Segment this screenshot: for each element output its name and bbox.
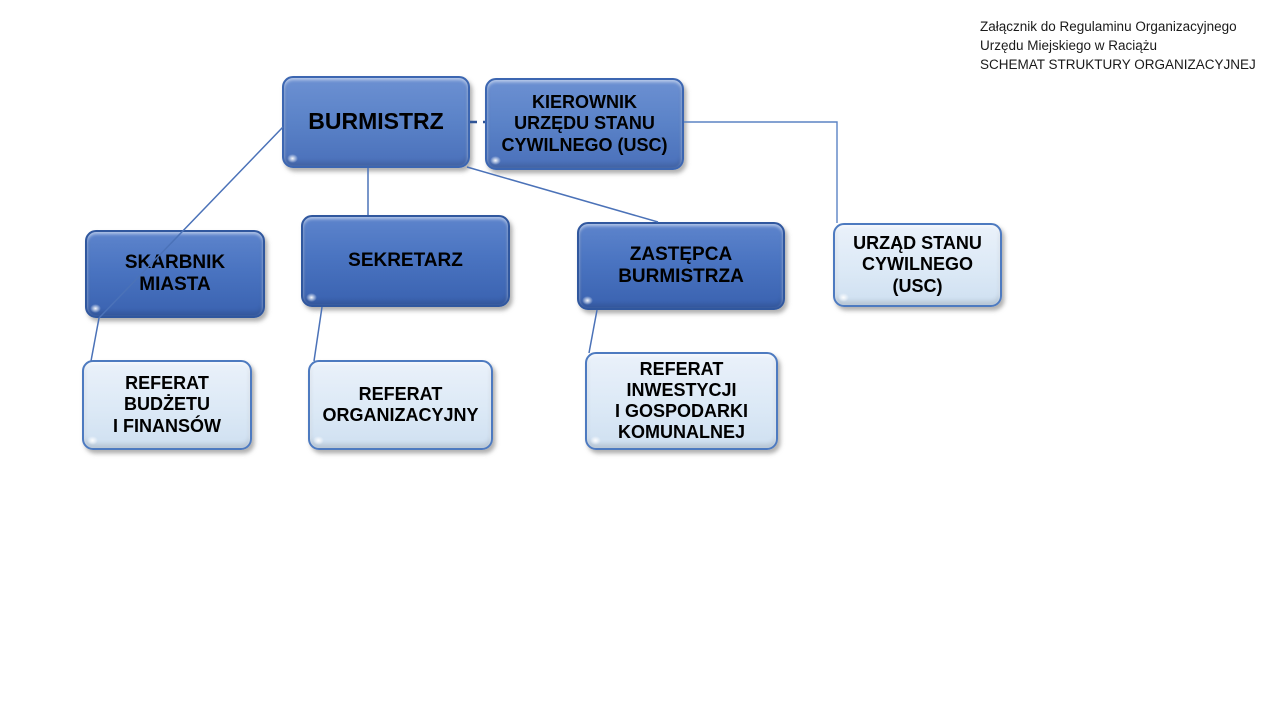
node-skarbnik-miasta: SKARBNIK MIASTA [85, 230, 265, 318]
edge-skarbnik-referat_budzetu [90, 317, 100, 362]
annotation-line-2: Urzędu Miejskiego w Raciążu [980, 38, 1158, 53]
node-referat-budzetu-i-finansow: REFERAT BUDŻETU I FINANSÓW [82, 360, 252, 450]
annotation-line-1: Załącznik do Regulaminu Organizacyjnego [980, 19, 1237, 34]
edge-zastepca-referat_inwestycji [588, 309, 598, 354]
node-sekretarz: SEKRETARZ [301, 215, 510, 307]
node-urzad-stanu-cywilnego: URZĄD STANU CYWILNEGO (USC) [833, 223, 1002, 307]
node-burmistrz: BURMISTRZ [282, 76, 470, 168]
node-referat-organizacyjny: REFERAT ORGANIZACYJNY [308, 360, 493, 450]
annotation-line-3: SCHEMAT STRUKTURY ORGANIZACYJNEJ [980, 57, 1256, 72]
node-zastepca-burmistrza: ZASTĘPCA BURMISTRZA [577, 222, 785, 310]
node-referat-inwestycji: REFERAT INWESTYCJI I GOSPODARKI KOMUNALN… [585, 352, 778, 450]
edge-burmistrz-zastepca [466, 166, 659, 223]
edge-sekretarz-referat_organizacyjny [313, 306, 323, 362]
node-kierownik-usc: KIEROWNIK URZĘDU STANU CYWILNEGO (USC) [485, 78, 684, 170]
document-annotation: Załącznik do Regulaminu Organizacyjnego … [980, 17, 1270, 74]
edge-kierownik_usc-urzad_usc [684, 121, 838, 223]
